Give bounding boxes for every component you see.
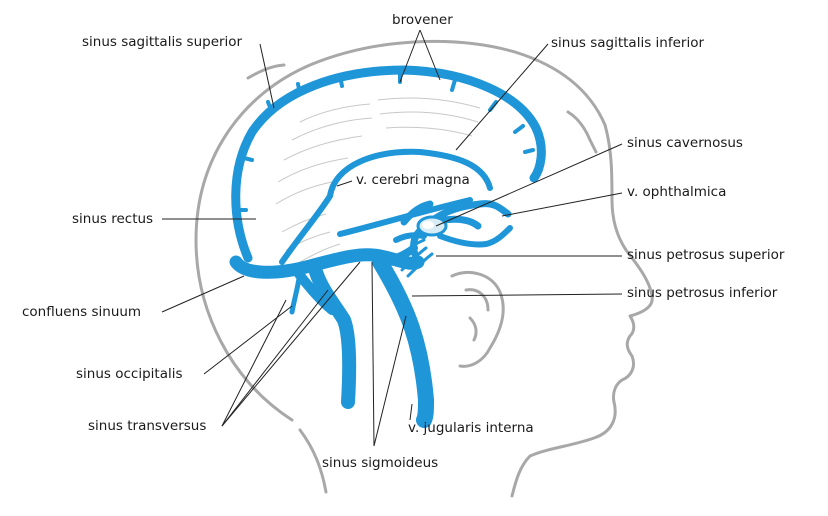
label-sinus-petrosus-superior: sinus petrosus superior (627, 247, 785, 263)
facial-branch-vessel (437, 225, 513, 248)
label-sinus-rectus: sinus rectus (72, 211, 154, 227)
brain-hatching (275, 97, 481, 263)
label-sinus-transversus: sinus transversus (88, 418, 207, 434)
leader-lines (161, 29, 623, 447)
label-sinus-cavernosus: sinus cavernosus (627, 135, 743, 151)
head-outline (194, 39, 654, 498)
label-v-cerebri-magna: v. cerebri magna (356, 172, 470, 188)
sinus-transversus-vessel (229, 248, 425, 279)
label-sinus-petrosus-inferior: sinus petrosus inferior (627, 285, 778, 301)
label-sinus-sigmoideus: sinus sigmoideus (322, 455, 439, 471)
label-v-ophthalmica: v. ophthalmica (627, 184, 727, 200)
v-ophthalmica-vessel (426, 200, 512, 226)
label-sinus-sagittalis-superior: sinus sagittalis superior (82, 34, 243, 50)
sinus-rectus-vessel (337, 197, 473, 237)
sinus-cavernosus-body (416, 215, 448, 237)
label-sinus-occipitalis: sinus occipitalis (76, 366, 183, 382)
cavernous-lower-branch (393, 232, 427, 243)
sinus-sigmoideus-vessel (372, 254, 434, 428)
label-v-jugularis-interna: v. jugularis interna (408, 420, 534, 436)
sinus-occipitalis-vessel (289, 269, 303, 315)
label-sinus-sagittalis-inferior: sinus sagittalis inferior (551, 35, 705, 51)
label-confluens-sinuum: confluens sinuum (22, 304, 142, 320)
venous-system (229, 65, 546, 428)
brovener-vessels (236, 70, 535, 212)
second-sigmoid-vessel (309, 265, 357, 409)
cavernous-upper-branch (400, 200, 434, 226)
v-cerebri-magna-vessel (279, 193, 333, 265)
label-brovener: brovener (392, 12, 453, 28)
sinus-sagittalis-inferior-vessel (327, 148, 493, 199)
sinus-sagittalis-superior-vessel (231, 65, 546, 263)
sinus-petrosus-inferior-vessel (374, 244, 418, 268)
